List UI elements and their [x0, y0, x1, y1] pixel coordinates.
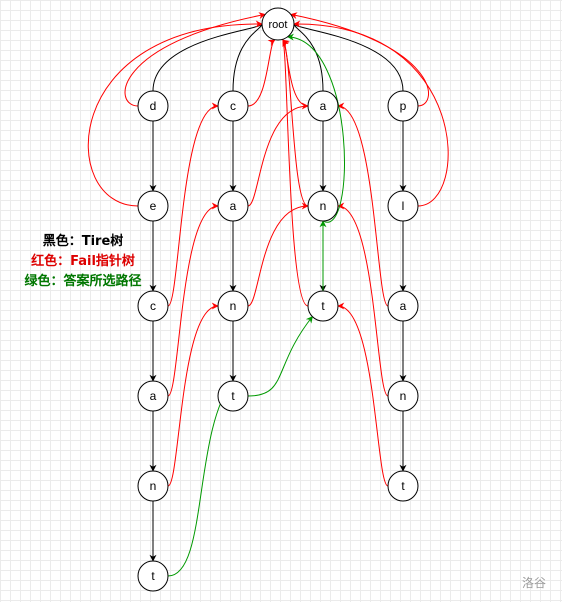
node-label-l: l: [402, 199, 405, 213]
node-n4: n: [137, 470, 169, 502]
node-c2: c: [137, 290, 169, 322]
node-e: e: [137, 190, 169, 222]
watermark: 洛谷: [522, 576, 547, 590]
node-circle-root: [261, 7, 295, 41]
fail-edge-e-root: [87, 20, 263, 207]
node-label-c2: c: [150, 299, 156, 313]
node-circle-n1: [307, 190, 339, 222]
node-t4: t: [137, 560, 169, 592]
fail-edge-n3-n1: [337, 202, 389, 397]
node-circle-n3: [387, 380, 419, 412]
trie-nodes: root d c a p e a n l c n t a a t n n t t: [137, 7, 419, 592]
node-circle-a2: [217, 190, 249, 222]
trie-edge-root-p: [293, 23, 404, 92]
node-label-a1: a: [320, 99, 327, 113]
node-label-t1: t: [321, 299, 325, 313]
node-c1: c: [217, 90, 249, 122]
node-circle-c2: [137, 290, 169, 322]
node-a1: a: [307, 90, 339, 122]
fail-edge-n4-n2: [167, 302, 219, 487]
node-t1: t: [307, 290, 339, 322]
node-label-a4: a: [150, 389, 157, 403]
node-label-n4: n: [150, 479, 157, 493]
node-l: l: [387, 190, 419, 222]
legend-fail: 红色：Fail指针树: [31, 254, 135, 269]
node-circle-n4: [137, 470, 169, 502]
fail-edge-a2-a1: [247, 102, 309, 207]
trie-edge-root-a1: [293, 23, 324, 92]
trie-edge-root-c1: [232, 23, 263, 92]
node-label-p: p: [400, 99, 407, 113]
fail-edge-t3-t1: [337, 302, 389, 487]
node-d: d: [137, 90, 169, 122]
fail-edge-c2-c1: [167, 102, 219, 307]
trie-edges: [149, 23, 407, 562]
fail-edge-n1-root: [282, 39, 309, 207]
node-t2: t: [217, 380, 249, 412]
legend: 黑色：Tire树 红色：Fail指针树 绿色：答案所选路径: [8, 232, 158, 292]
fail-edge-p-root: [290, 12, 429, 107]
fail-edge-c1-root: [247, 39, 276, 107]
node-a2: a: [217, 190, 249, 222]
node-a4: a: [137, 380, 169, 412]
node-root: root: [261, 7, 295, 41]
fail-pointer-edges: [87, 12, 449, 487]
fail-edge-a4-a2: [167, 202, 219, 397]
node-circle-t3: [387, 470, 419, 502]
trie-edge-root-d: [152, 23, 263, 92]
node-circle-l: [387, 190, 419, 222]
node-label-a3: a: [400, 299, 407, 313]
node-a3: a: [387, 290, 419, 322]
node-label-e: e: [150, 199, 157, 213]
node-n3: n: [387, 380, 419, 412]
node-circle-a4: [137, 380, 169, 412]
node-label-c1: c: [230, 99, 236, 113]
legend-answer: 绿色：答案所选路径: [24, 274, 142, 289]
node-circle-c1: [217, 90, 249, 122]
node-label-t2: t: [231, 389, 235, 403]
node-circle-n2: [217, 290, 249, 322]
fail-edge-a3-a1: [337, 102, 389, 307]
node-label-a2: a: [230, 199, 237, 213]
node-label-d: d: [150, 99, 157, 113]
answer-edge-t4-t2: [167, 380, 234, 577]
node-n1: n: [307, 190, 339, 222]
node-circle-t2: [217, 380, 249, 412]
node-p: p: [387, 90, 419, 122]
node-label-n2: n: [230, 299, 237, 313]
answer-edge-t2-t1: [247, 315, 313, 397]
node-circle-e: [137, 190, 169, 222]
node-circle-d: [137, 90, 169, 122]
node-circle-t4: [137, 560, 169, 592]
node-label-n3: n: [400, 389, 407, 403]
node-label-t3: t: [401, 479, 405, 493]
node-n2: n: [217, 290, 249, 322]
node-circle-a3: [387, 290, 419, 322]
node-label-n1: n: [320, 199, 327, 213]
fail-edge-t1-root: [282, 39, 309, 307]
answer-edge-n1-root: [286, 33, 345, 223]
node-circle-p: [387, 90, 419, 122]
node-label-t4: t: [151, 569, 155, 583]
fail-edge-l-root: [293, 20, 449, 207]
node-circle-a1: [307, 90, 339, 122]
legend-trie: 黑色：Tire树: [42, 234, 124, 249]
node-circle-t1: [307, 290, 339, 322]
node-t3: t: [387, 470, 419, 502]
node-label-root: root: [269, 19, 288, 31]
fail-edge-n2-n1: [247, 202, 309, 307]
